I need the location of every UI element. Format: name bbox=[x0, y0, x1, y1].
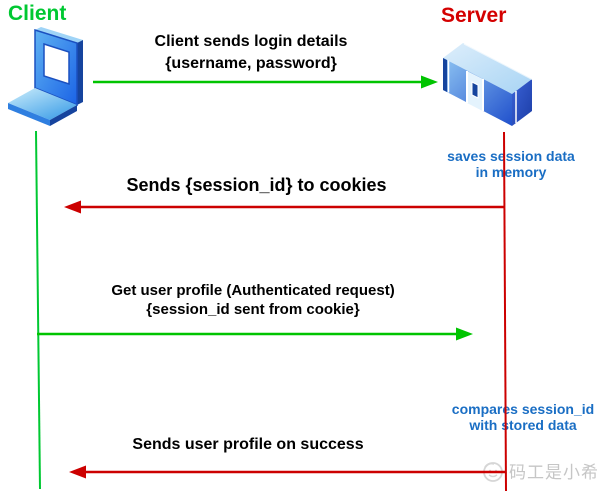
message-login-details: Client sends login details {username, pa… bbox=[100, 31, 402, 75]
message-line: Client sends login details bbox=[154, 33, 348, 50]
server-box-icon bbox=[443, 43, 534, 126]
laptop-base-right-edge bbox=[50, 105, 77, 126]
arrowhead-left-icon bbox=[69, 465, 86, 479]
arrowhead-right-icon bbox=[421, 75, 438, 89]
laptop-screen-side-edge bbox=[77, 40, 83, 105]
message-line: Get user profile (Authenticated request) bbox=[111, 282, 395, 299]
message-line: Sends user profile on success bbox=[132, 436, 364, 453]
note-line: saves session data bbox=[447, 148, 575, 164]
laptop-screen-top-edge bbox=[35, 27, 83, 43]
server-top-face bbox=[443, 43, 532, 94]
laptop-display bbox=[43, 42, 70, 86]
watermark: 码工是小希 bbox=[481, 458, 599, 483]
laptop-icon bbox=[8, 27, 83, 126]
server-top-ridge bbox=[463, 43, 534, 81]
server-lifeline bbox=[503, 131, 507, 492]
note-line: with stored data bbox=[469, 417, 577, 433]
arrowhead-left-icon bbox=[64, 200, 81, 214]
client-actor-label: Client bbox=[8, 2, 67, 25]
message-profile-success: Sends user profile on success bbox=[95, 435, 401, 454]
note-saves-session: saves session data in memory bbox=[430, 148, 592, 180]
server-right-face bbox=[512, 79, 532, 126]
laptop-base-front-edge bbox=[8, 103, 50, 126]
laptop-keyboard-base bbox=[8, 88, 77, 120]
watermark-text: 码工是小希 bbox=[509, 463, 599, 482]
note-line: in memory bbox=[475, 164, 547, 180]
arrowhead-right-icon bbox=[456, 327, 473, 341]
note-line: compares session_id bbox=[451, 401, 595, 417]
message-line: Sends {session_id} to cookies bbox=[126, 175, 387, 195]
smiley-face-icon bbox=[483, 461, 503, 482]
server-actor-label: Server bbox=[441, 4, 507, 27]
message-line: {session_id sent from cookie} bbox=[146, 301, 360, 318]
server-slot bbox=[471, 81, 479, 99]
note-compares-session: compares session_id with stored data bbox=[440, 401, 606, 433]
message-get-profile: Get user profile (Authenticated request)… bbox=[100, 281, 406, 319]
server-left-edge-strip bbox=[443, 58, 447, 92]
message-line: {username, password} bbox=[165, 55, 337, 72]
client-lifeline bbox=[35, 130, 41, 490]
message-session-id-cookie: Sends {session_id} to cookies bbox=[60, 175, 453, 196]
